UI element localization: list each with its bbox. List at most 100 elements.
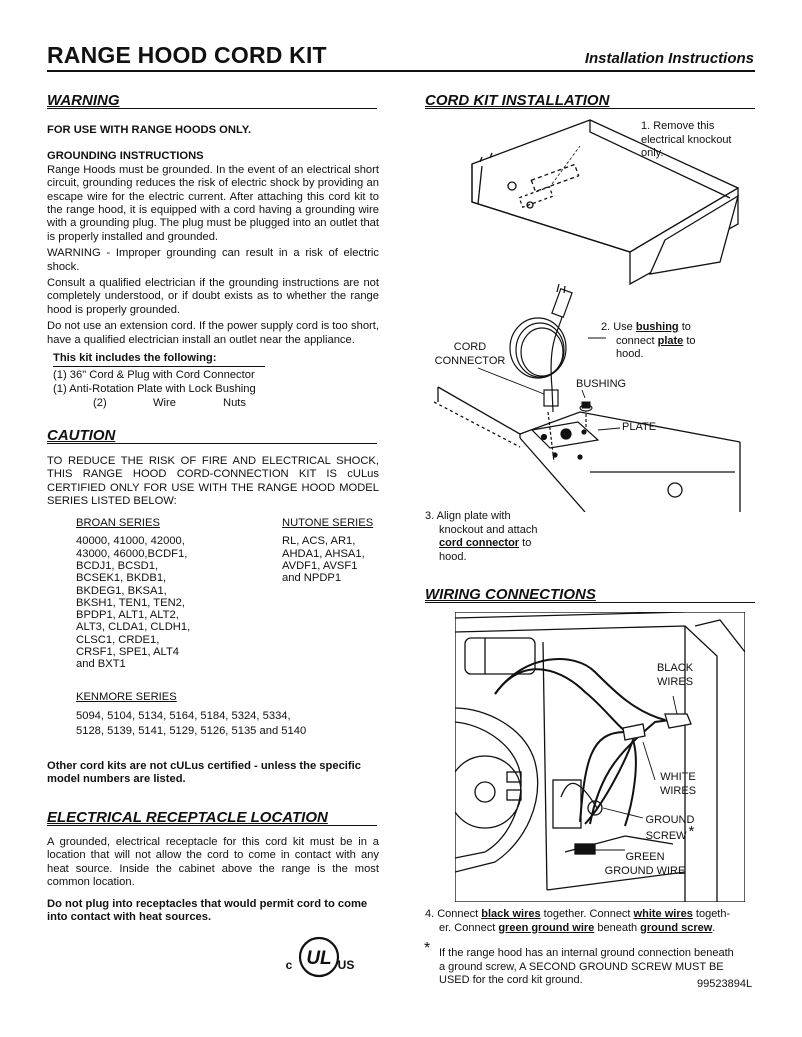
step-2-bushing: bushing [635, 321, 679, 333]
green-ground-line: GROUND WIRE [604, 864, 686, 877]
green-ground-label: GREEN GROUND WIRE [597, 851, 693, 878]
step-4-line-2: er. Connect green ground wire beneath gr… [425, 922, 760, 936]
grounding-para-3: Consult a qualified electrician if the g… [47, 277, 379, 316]
logo-center: UL [306, 948, 331, 969]
nutone-model-line: RL, ACS, AR1, [282, 535, 356, 548]
white-wires-label: WHITE WIRES [653, 771, 703, 798]
broan-model-line: CLSC1, CRDE1, [76, 633, 160, 646]
broan-series: BROAN SERIES 40000, 41000, 42000,43000, … [76, 517, 266, 671]
logo-right: US [338, 958, 355, 972]
grounding-heading: GROUNDING INSTRUCTIONS [47, 150, 204, 163]
cord-connector-label: CORD CONNECTOR [425, 341, 515, 368]
step-3-cord-connector: cord connector [439, 537, 520, 549]
ground-note-line: If the range hood has an internal ground… [439, 947, 734, 959]
wires-drawing [494, 658, 671, 827]
step-4-text: . [712, 921, 716, 934]
step-4-line-1: 4. Connect black wires together. Connect… [425, 908, 760, 922]
install-rule [425, 108, 755, 109]
step-3-line: 3. Align plate with [425, 510, 511, 522]
cord-connector-label-line: CONNECTOR [434, 354, 506, 367]
step-2-line-3: hood. [616, 348, 644, 360]
for-use-note: FOR USE WITH RANGE HOODS ONLY. [47, 124, 252, 136]
kenmore-series: KENMORE SERIES 5094, 5104, 5134, 5164, 5… [76, 691, 376, 738]
step-1-line: only. [641, 147, 664, 159]
broan-model-line: 40000, 41000, 42000, [76, 535, 185, 548]
step-2-text: 2. Use [601, 321, 636, 333]
grounding-para-4: Do not use an extension cord. If the pow… [47, 320, 379, 346]
step-3-line: cord connector to [425, 537, 565, 551]
step-2: 2. Use bushing to connect plate to hood. [601, 321, 751, 362]
step-2-text: to [683, 334, 696, 347]
document-subtitle: Installation Instructions [584, 50, 754, 67]
broan-model-line: 43000, 46000,BCDF1, [76, 547, 188, 560]
wiring-leaders [589, 695, 678, 851]
kit-item: (1) Anti-Rotation Plate with Lock Bushin… [53, 382, 256, 395]
receptacle-rule [47, 825, 377, 826]
ground-note-line: a ground screw, A SECOND GROUND SCREW MU… [439, 960, 724, 973]
black-wires-line: BLACK [656, 662, 694, 674]
green-ground-line: GREEN [625, 851, 665, 863]
caution-rule [47, 443, 377, 444]
nutone-series: NUTONE SERIES RL, ACS, AR1,AHDA1, AHSA1,… [282, 517, 382, 585]
ground-screw-text: SCREW [645, 829, 687, 842]
ground-screw-line: SCREW* [640, 824, 700, 844]
plate-label: PLATE [622, 421, 657, 433]
caution-text: TO REDUCE THE RISK OF FIRE AND ELECTRICA… [47, 455, 379, 508]
step-4-black-wires: black wires [481, 908, 541, 920]
white-wires-line: WIRES [659, 784, 697, 797]
wiring-diagram [455, 612, 745, 902]
step-1: 1. Remove this electrical knockout only. [641, 120, 757, 161]
logo-left: c [286, 958, 293, 972]
step-4-text: er. Connect [439, 921, 499, 934]
step-4-text: togeth- [692, 908, 731, 920]
step-2-line-1: 2. Use bushing to [601, 321, 751, 335]
nutone-model-line: and NPDP1 [282, 572, 342, 585]
bushing-label: BUSHING [576, 378, 627, 390]
ground-note-line: USED for the cord kit ground. [439, 974, 583, 986]
other-kits-note: Other cord kits are not cULus certified … [47, 760, 361, 786]
note-asterisk: * [424, 940, 431, 957]
kit-wire-label: Wire [153, 397, 176, 410]
broan-model-line: CRSF1, SPE1, ALT4 [76, 646, 180, 659]
nutone-heading: NUTONE SERIES [282, 517, 374, 529]
step-4-ground-screw: ground screw [640, 921, 713, 934]
step-4-text: together. Connect [540, 908, 634, 920]
warning-heading: WARNING [47, 92, 120, 109]
nutone-model-line: AVDF1, AVSF1 [282, 560, 358, 572]
range-hood-drawing [471, 119, 740, 286]
broan-model-line: ALT3, CLDA1, CLDH1, [76, 621, 191, 634]
broan-models: 40000, 41000, 42000,43000, 46000,BCDF1,B… [76, 535, 266, 670]
cord-kit-installation-diagram [433, 119, 741, 512]
broan-model-line: BCSEK1, BKDB1, [76, 572, 167, 585]
warning-section: FOR USE WITH RANGE HOODS ONLY. GROUNDING… [47, 124, 379, 411]
hood-interior-drawing [455, 612, 745, 902]
step-4-white-wires: white wires [633, 908, 693, 920]
ground-screw-label: GROUND SCREW* [640, 814, 700, 843]
diagram-leaders [477, 337, 621, 431]
caution-heading: CAUTION [47, 427, 116, 444]
cord-connector-label-line: CORD [453, 341, 487, 353]
step-4-text: beneath [594, 921, 641, 934]
step-1-line: electrical knockout [641, 133, 732, 146]
kit-heading: This kit includes the following: [53, 352, 265, 367]
install-heading: CORD KIT INSTALLATION [425, 92, 610, 109]
step-4-text: 4. Connect [425, 908, 482, 920]
broan-model-line: and BXT1 [76, 658, 126, 671]
step-1-line: 1. Remove this [641, 120, 715, 132]
header-rule [47, 70, 755, 72]
bushing-drawing [579, 401, 593, 412]
broan-heading: BROAN SERIES [76, 517, 160, 529]
kenmore-heading: KENMORE SERIES [76, 691, 177, 703]
kenmore-model-line: 5128, 5139, 5141, 5129, 5126, 5135 and 5… [76, 724, 307, 737]
step-3-text: to [519, 537, 532, 549]
white-wires-line: WHITE [660, 771, 696, 783]
step-2-text: to [678, 321, 691, 333]
broan-model-line: BCDJ1, BCSD1, [76, 560, 159, 572]
black-wires-label: BLACK WIRES [650, 662, 700, 689]
ground-note: If the range hood has an internal ground… [439, 947, 759, 988]
part-number: 99523894L [697, 978, 753, 990]
receptacle-text: A grounded, electrical receptacle for th… [47, 836, 379, 889]
warning-rule [47, 108, 377, 109]
plate-drawing [530, 404, 600, 463]
